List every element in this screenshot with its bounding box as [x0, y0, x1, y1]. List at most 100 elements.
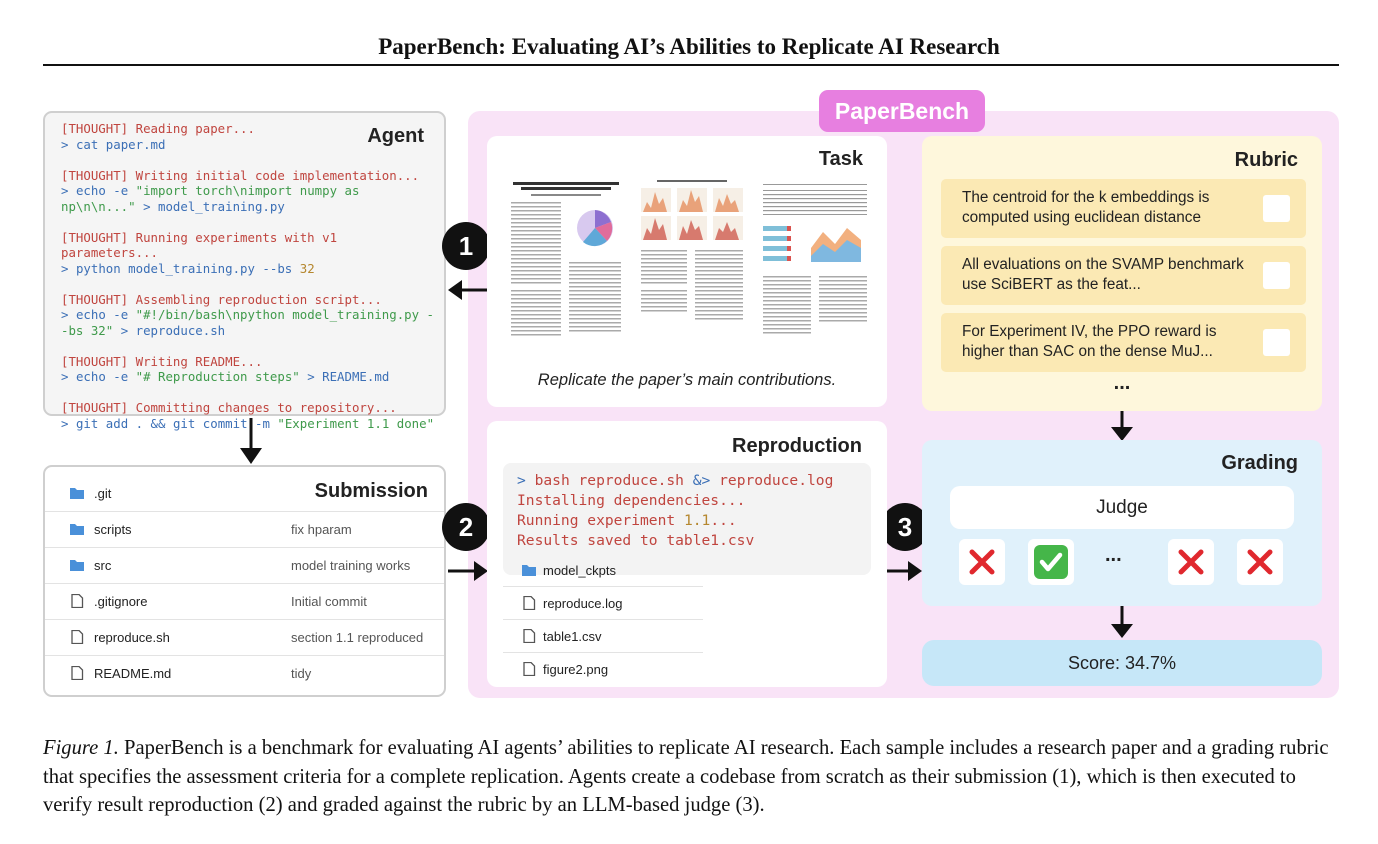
- agent-log-entry: [THOUGHT] Running experiments with v1 pa…: [61, 230, 441, 277]
- prompt-symbol: >: [61, 183, 69, 198]
- command-operator: &&: [150, 415, 166, 431]
- terminal-line: Running experiment 1.1...: [517, 511, 833, 531]
- output-file-name: reproduce.log: [543, 596, 623, 611]
- thought-text: Running experiments with v1 parameters..…: [61, 229, 338, 261]
- judge-box: Judge: [950, 486, 1294, 529]
- check-icon: [1034, 545, 1068, 579]
- thought-text: Committing changes to repository...: [135, 400, 397, 415]
- verdict-fail: [959, 539, 1005, 585]
- string-literal: "import torch\nimport numpy as np\n\n...…: [61, 183, 360, 214]
- reproduction-title: Reproduction: [732, 435, 862, 457]
- rubric-card: Rubric The centroid for the k embeddings…: [922, 136, 1322, 411]
- score-text: Score: 34.7%: [1067, 653, 1177, 673]
- step-1-badge: 1: [442, 222, 490, 270]
- cross-icon: [1178, 549, 1204, 575]
- file-icon: [523, 629, 536, 643]
- file-name: src: [94, 558, 112, 573]
- file-row[interactable]: README.md tidy: [45, 656, 444, 692]
- commit-message: tidy: [291, 666, 312, 681]
- rubric-item: The centroid for the k embeddings is com…: [941, 179, 1306, 238]
- command-redirect: > model_training.py: [143, 198, 285, 214]
- command-redirect: > README.md: [307, 369, 390, 384]
- ellipsis: ...: [710, 512, 737, 529]
- string-literal: "# Reproduction steps": [135, 369, 300, 384]
- agent-log-entry: [THOUGHT] Writing initial code implement…: [61, 168, 441, 215]
- agent-log: [THOUGHT] Reading paper... > cat paper.m…: [61, 121, 441, 447]
- rubric-checkbox[interactable]: [1263, 262, 1290, 289]
- prompt-symbol: >: [61, 369, 69, 384]
- output-file-row[interactable]: model_ckpts: [503, 554, 703, 587]
- file-row[interactable]: .git: [45, 476, 444, 512]
- agent-panel: Agent [THOUGHT] Reading paper... > cat p…: [43, 111, 446, 431]
- commit-message: model training works: [291, 558, 411, 573]
- thought-text: Writing README...: [135, 353, 263, 369]
- paperbench-label: PaperBench: [819, 90, 985, 132]
- commit-message: fix hparam: [291, 522, 352, 537]
- rubric-item-text: All evaluations on the SVAMP benchmark u…: [962, 256, 1244, 293]
- commit-message: Initial commit: [291, 594, 367, 609]
- arrow-down-icon: [1111, 411, 1133, 441]
- folder-icon: [70, 560, 84, 571]
- paper-page-1-icon: [503, 178, 629, 358]
- arrow-left-icon: [448, 280, 488, 300]
- paper-page-2-icon: [637, 178, 747, 358]
- verdict-fail: [1168, 539, 1214, 585]
- submission-title: Submission: [314, 480, 428, 502]
- step-3-badge: 3: [881, 503, 929, 551]
- file-name: reproduce.sh: [94, 630, 170, 645]
- agent-log-entry: [THOUGHT] Assembling reproduction script…: [61, 292, 441, 339]
- thought-text: Reading paper...: [135, 121, 255, 136]
- command-text: python model_training.py --bs: [75, 260, 293, 276]
- output-file-name: table1.csv: [543, 629, 602, 644]
- figure-caption-text: PaperBench is a benchmark for evaluating…: [43, 737, 1329, 816]
- rubric-item-text: The centroid for the k embeddings is com…: [962, 189, 1210, 226]
- output-file-row[interactable]: reproduce.log: [503, 587, 703, 620]
- file-name: .git: [94, 486, 112, 501]
- file-icon: [71, 630, 84, 644]
- verdict-fail: [1237, 539, 1283, 585]
- prompt-symbol: >: [61, 415, 69, 431]
- output-file-name: model_ckpts: [543, 563, 616, 578]
- command-redirect: reproduce.log: [719, 472, 834, 489]
- folder-icon: [70, 524, 84, 535]
- arrow-right-icon: [448, 561, 488, 581]
- folder-icon: [522, 565, 536, 576]
- command-text: echo -e: [75, 369, 129, 384]
- file-icon: [71, 666, 84, 680]
- score-box: Score: 34.7%: [922, 640, 1322, 686]
- file-row[interactable]: reproduce.sh section 1.1 reproduced: [45, 620, 444, 656]
- thought-text: Assembling reproduction script...: [135, 291, 382, 307]
- terminal-line-text: Running experiment: [517, 512, 676, 529]
- file-row[interactable]: src model training works: [45, 548, 444, 584]
- thought-tag: [THOUGHT]: [61, 353, 129, 369]
- file-icon: [523, 596, 536, 610]
- prompt-symbol: >: [61, 136, 69, 152]
- command-redirect: > reproduce.sh: [120, 322, 226, 338]
- thought-tag: [THOUGHT]: [61, 121, 129, 136]
- file-icon: [523, 662, 536, 676]
- agent-log-entry: [THOUGHT] Committing changes to reposito…: [61, 400, 441, 431]
- output-file-row[interactable]: table1.csv: [503, 620, 703, 653]
- file-row[interactable]: .gitignore Initial commit: [45, 584, 444, 620]
- paper-page-3-icon: [757, 178, 873, 358]
- file-row[interactable]: scripts fix hparam: [45, 512, 444, 548]
- terminal-command-line: > bash reproduce.sh &> reproduce.log: [517, 471, 833, 491]
- output-file-row[interactable]: figure2.png: [503, 653, 703, 686]
- string-literal: "#!/bin/bash\npython model_training.py -…: [61, 307, 435, 338]
- rubric-checkbox[interactable]: [1263, 195, 1290, 222]
- command-text: echo -e: [75, 183, 129, 198]
- header-rule: [43, 64, 1339, 66]
- output-file-name: figure2.png: [543, 662, 609, 677]
- command-text: bash reproduce.sh: [534, 472, 684, 489]
- arrow-right-icon: [886, 561, 922, 581]
- rubric-checkbox[interactable]: [1263, 329, 1290, 356]
- rubric-item-text: For Experiment IV, the PPO reward is hig…: [962, 323, 1217, 360]
- agent-log-entry: [THOUGHT] Reading paper... > cat paper.m…: [61, 121, 441, 152]
- verdict-pass: [1028, 539, 1074, 585]
- task-card: Task: [487, 136, 887, 407]
- cross-icon: [1247, 549, 1273, 575]
- verdict-ellipsis: ...: [1105, 544, 1122, 566]
- file-name: README.md: [94, 666, 172, 681]
- cross-icon: [969, 549, 995, 575]
- rubric-item: All evaluations on the SVAMP benchmark u…: [941, 246, 1306, 305]
